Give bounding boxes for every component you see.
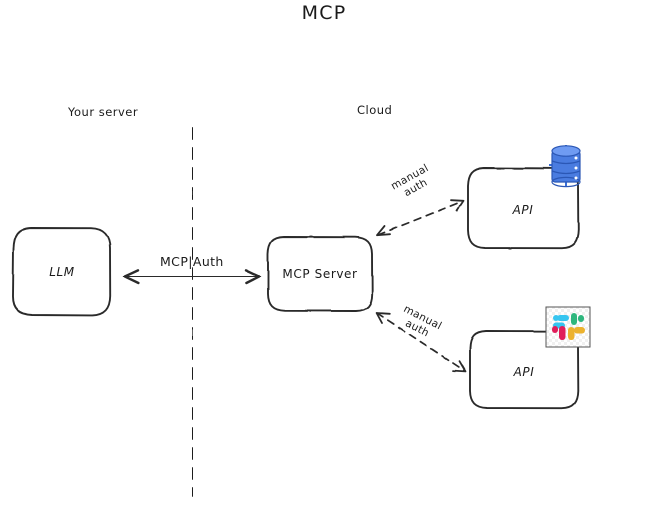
slack-icon (545, 306, 591, 348)
zone-label-your-server: Your server (68, 105, 139, 119)
diagram-title: MCP (301, 2, 347, 24)
edge-mcp-api-bottom (375, 312, 467, 373)
zone-label-cloud: Cloud (357, 103, 393, 117)
node-label-api-top: API (512, 203, 534, 217)
edge-label-mcp-auth: MCP|Auth (160, 254, 224, 269)
node-label-mcp-server: MCP Server (282, 267, 358, 281)
node-mcp-server-shape[interactable] (267, 236, 374, 312)
database-icon (549, 145, 581, 188)
edge-llm-mcp (122, 269, 262, 285)
node-label-llm: LLM (49, 265, 75, 279)
edge-mcp-api-top (376, 199, 465, 237)
node-label-api-bottom: API (513, 365, 535, 379)
node-llm-shape[interactable] (12, 227, 112, 317)
